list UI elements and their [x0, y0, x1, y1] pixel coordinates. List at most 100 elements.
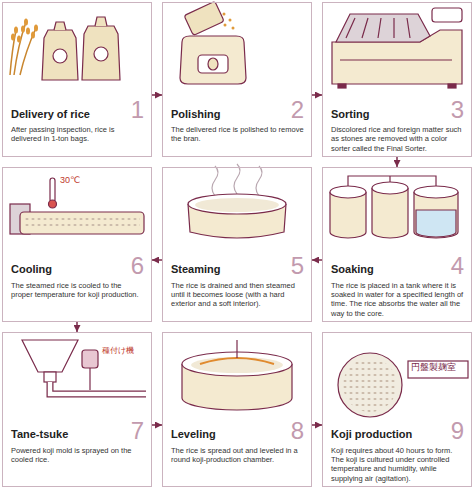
step-panel: Steaming 5The rice is drained and then st… — [162, 167, 312, 322]
steamer — [188, 194, 286, 214]
step-panel: Soaking 4The rice is placed in a tank whe… — [322, 167, 472, 322]
color-sorter — [340, 59, 452, 60]
polishing-machine — [184, 1, 224, 35]
polishing-machine — [198, 55, 228, 73]
polishing-machine — [224, 24, 227, 27]
seeding-machine — [22, 340, 78, 372]
step-number: 6 — [131, 254, 144, 278]
step-description: Discolored rice and foreign matter such … — [331, 125, 464, 153]
polishing-machine — [229, 19, 232, 22]
step-title: Cooling — [11, 263, 52, 277]
polishing-machine — [180, 1, 246, 84]
step-title: Polishing — [171, 108, 221, 122]
step-title: Delivery of rice — [11, 108, 90, 122]
soaking-tanks — [372, 182, 408, 194]
polishing-machine — [208, 58, 218, 70]
flow-arrow — [312, 424, 322, 426]
disc-chamber — [343, 358, 397, 412]
soaking-tanks — [330, 186, 366, 198]
flow-arrow — [152, 259, 162, 261]
color-sorter — [346, 18, 410, 38]
soaking-tanks — [330, 176, 458, 238]
step-number: 7 — [131, 419, 144, 443]
soaking-tanks — [372, 188, 408, 238]
koji-chamber — [182, 340, 292, 410]
step-description: The rice is spread out and leveled in a … — [171, 446, 304, 465]
soaking-tanks — [414, 192, 458, 238]
soaking-tanks — [330, 192, 366, 238]
step-panel: Delivery of rice 1After passing inspectio… — [2, 2, 152, 157]
cooling-conveyor — [50, 178, 55, 202]
step-description: After passing inspection, rice is delive… — [11, 125, 144, 144]
step-title: Leveling — [171, 428, 216, 442]
step-description: The rice is placed in a tank where it is… — [331, 281, 464, 319]
seeding-machine — [89, 368, 90, 390]
color-sorter — [448, 84, 456, 88]
cooling-conveyor — [10, 178, 144, 234]
step-number: 1 — [131, 98, 144, 122]
koji-chamber — [200, 358, 274, 364]
step-panel: Polishing 2The delivered rice is polished… — [162, 2, 312, 157]
flow-arrow — [76, 322, 78, 332]
step-description: The delivered rice is polished to remove… — [171, 125, 304, 144]
step-panel: Tane-tsuke 7Powered koji mold is sprayed … — [2, 332, 152, 487]
seeding-machine — [82, 350, 98, 368]
chamber-label: 円盤製麹室 — [411, 363, 456, 372]
disc-chamber — [408, 361, 468, 378]
color-sorter — [332, 8, 462, 88]
cooling-conveyor — [24, 216, 140, 230]
steamer — [195, 198, 279, 212]
step-title: Soaking — [331, 263, 374, 277]
polishing-machine — [232, 27, 235, 30]
rice-stalks — [11, 34, 15, 41]
seeding-machine — [50, 382, 146, 394]
step-number: 4 — [451, 254, 464, 278]
rice-stalks — [17, 36, 21, 43]
color-sorter — [432, 8, 462, 22]
rice-bag — [53, 49, 67, 63]
step-title: Steaming — [171, 263, 221, 277]
rice-bag — [82, 26, 120, 80]
steamer — [188, 164, 286, 238]
flow-arrow — [152, 424, 162, 426]
step-title: Tane-tsuke — [11, 428, 68, 442]
disc-chamber — [338, 353, 402, 417]
step-title: Sorting — [331, 108, 370, 122]
step-number: 9 — [451, 419, 464, 443]
rice-stalks — [34, 25, 38, 32]
step-description: Powered koji mold is sprayed on the cool… — [11, 446, 144, 465]
cooling-conveyor — [20, 212, 144, 234]
step-panel: Sorting 3Discolored rice and foreign matt… — [322, 2, 472, 157]
rice-stalks — [31, 32, 35, 39]
step-panel: Koji production9Koji requires about 40 h… — [322, 332, 472, 487]
flow-arrow — [312, 94, 322, 96]
step-number: 3 — [451, 98, 464, 122]
disc-chamber — [338, 353, 468, 417]
flow-arrow — [152, 94, 162, 96]
temperature-label: 30℃ — [60, 176, 80, 186]
rice-stalks — [10, 22, 36, 75]
rice-stalks — [10, 19, 38, 76]
soaking-tanks — [348, 176, 436, 186]
rice-bag — [94, 47, 108, 61]
step-number: 2 — [291, 98, 304, 122]
polishing-machine — [180, 36, 246, 84]
seeding-machine — [50, 382, 146, 394]
seeding-machine — [44, 372, 56, 382]
rice-bag — [95, 17, 107, 26]
soaking-tanks — [416, 210, 456, 237]
rice-stalks — [14, 27, 18, 34]
step-panel: Cooling6The steamed rice is cooled to th… — [2, 167, 152, 322]
cooling-conveyor — [49, 200, 57, 208]
rice-stalks — [21, 26, 25, 33]
step-description: The rice is drained and then steamed unt… — [171, 281, 304, 309]
rice-bag — [54, 22, 66, 30]
step-number: 8 — [291, 419, 304, 443]
steamer — [212, 164, 262, 196]
step-title: Koji production — [331, 428, 412, 442]
color-sorter — [336, 14, 430, 42]
step-number: 5 — [291, 254, 304, 278]
koji-chamber — [191, 357, 283, 373]
flow-arrow — [396, 157, 398, 167]
